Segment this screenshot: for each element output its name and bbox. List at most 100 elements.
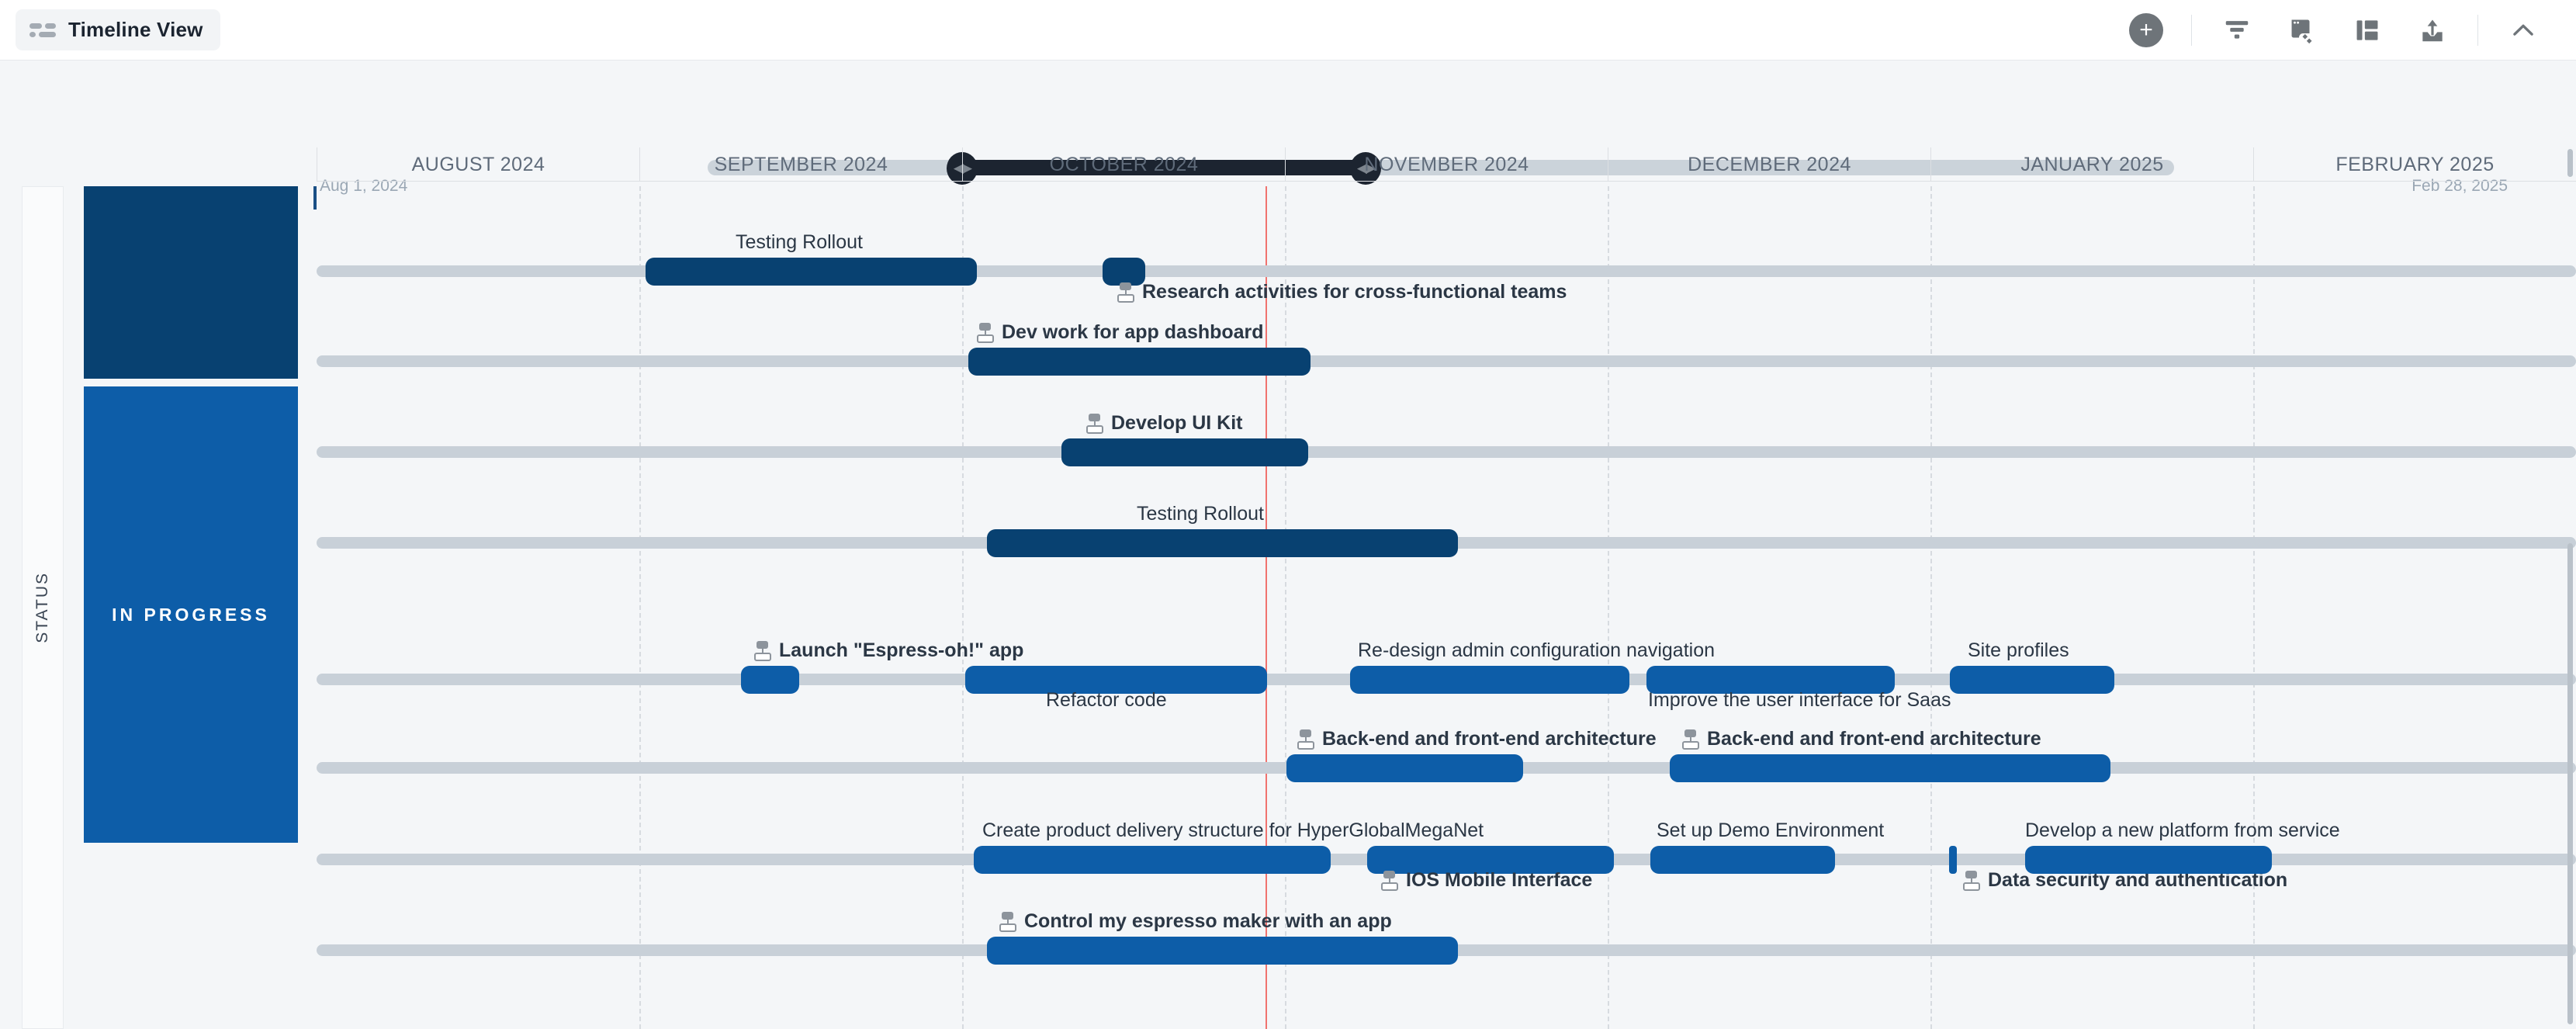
card-icon xyxy=(1682,729,1699,750)
range-handle-right[interactable]: ◀▶ xyxy=(1350,152,1381,185)
timeline-bar-label[interactable]: Back-end and front-end architecture xyxy=(1297,728,1657,750)
timeline-bar[interactable] xyxy=(1103,258,1145,286)
timeline-bar[interactable] xyxy=(987,937,1458,965)
timeline-bar-label[interactable]: Develop a new platform from service xyxy=(2025,819,2340,842)
status-group-block[interactable] xyxy=(84,186,298,379)
timeline-bar-label[interactable]: Refactor code xyxy=(1046,689,1167,712)
gantt-icon xyxy=(29,22,56,39)
timeline-bar-label[interactable]: Control my espresso maker with an app xyxy=(999,910,1392,933)
card-icon xyxy=(999,911,1016,932)
timeline-bar-label[interactable]: Develop UI Kit xyxy=(1086,412,1242,435)
timeline-bar-label-text: IOS Mobile Interface xyxy=(1406,869,1593,891)
range-slider-zone: ◀▶ ◀▶ Aug 1, 2024 Feb 28, 2025 xyxy=(0,61,2576,195)
status-group-block[interactable]: IN PROGRESS xyxy=(84,386,298,843)
timeline-bar[interactable] xyxy=(974,846,1331,874)
toolbar-divider xyxy=(2191,14,2192,46)
timeline-bar[interactable] xyxy=(1350,666,1629,694)
timeline-bar[interactable] xyxy=(1670,754,2110,782)
timeline-bar-label[interactable]: Dev work for app dashboard xyxy=(977,321,1264,344)
timeline-row-track xyxy=(317,446,2576,458)
card-icon xyxy=(754,640,771,661)
card-link-button[interactable] xyxy=(2270,0,2335,61)
app-header: Timeline View + xyxy=(0,0,2576,61)
timeline-bar[interactable] xyxy=(968,348,1311,376)
timeline-bar-label[interactable]: Research activities for cross-functional… xyxy=(1117,281,1567,303)
filter-icon xyxy=(2225,20,2249,39)
timeline-bar[interactable] xyxy=(1950,666,2114,694)
month-gridline xyxy=(2253,186,2255,1029)
timeline-bar[interactable] xyxy=(646,258,977,286)
timeline-bar-label-text: Back-end and front-end architecture xyxy=(1707,728,2041,750)
filter-button[interactable] xyxy=(2204,0,2270,61)
card-icon xyxy=(1381,870,1398,891)
timeline-bar-label-text: Create product delivery structure for Hy… xyxy=(982,819,1484,841)
month-gridline xyxy=(962,186,964,1029)
layout-button[interactable] xyxy=(2335,0,2400,61)
timeline-bar-label-text: Control my espresso maker with an app xyxy=(1024,910,1392,932)
timeline-bar[interactable] xyxy=(965,666,1267,694)
vertical-scrollbar-thumb[interactable] xyxy=(2567,543,2573,1024)
month-header-cell: AUGUST 2024 xyxy=(317,147,639,182)
timeline-bar-label-text: Launch "Espress-oh!" app xyxy=(779,639,1024,661)
range-slider-selection[interactable] xyxy=(962,160,1366,175)
grid-left-edge xyxy=(313,186,317,210)
month-header-cell: OCTOBER 2024 xyxy=(962,147,1285,182)
month-gridline xyxy=(1285,186,1286,1029)
timeline-row-track xyxy=(317,355,2576,367)
month-gridline xyxy=(1608,186,1609,1029)
month-gridline xyxy=(1930,186,1932,1029)
timeline-bar-label[interactable]: Back-end and front-end architecture xyxy=(1682,728,2041,750)
add-button[interactable]: + xyxy=(2114,0,2179,61)
timeline-bar-label-text: Set up Demo Environment xyxy=(1657,819,1885,841)
month-header-underline xyxy=(317,181,2576,182)
timeline-bar[interactable] xyxy=(741,666,799,694)
timeline-bar-label[interactable]: Testing Rollout xyxy=(736,231,863,254)
share-button[interactable] xyxy=(2400,0,2465,61)
timeline-bar[interactable] xyxy=(1646,666,1895,694)
timeline-bar[interactable] xyxy=(1949,846,1957,874)
timeline-bar-label[interactable]: IOS Mobile Interface xyxy=(1381,869,1592,892)
header-toolbar: + xyxy=(2114,0,2576,60)
timeline-bar-label-text: Refactor code xyxy=(1046,689,1167,711)
card-icon xyxy=(1297,729,1314,750)
timeline-bar-label[interactable]: Improve the user interface for Saas xyxy=(1648,689,1951,712)
timeline-bar[interactable] xyxy=(1367,846,1614,874)
timeline-bar[interactable] xyxy=(2025,846,2272,874)
view-title: Timeline View xyxy=(68,18,203,41)
timeline-bar-label[interactable]: Launch "Espress-oh!" app xyxy=(754,639,1023,662)
timeline-bar-label[interactable]: Set up Demo Environment xyxy=(1657,819,1884,842)
timeline-bar-label[interactable]: Testing Rollout xyxy=(1137,503,1264,525)
collapse-button[interactable] xyxy=(2491,0,2556,61)
month-gridline xyxy=(639,186,641,1029)
status-axis-label: STATUS xyxy=(22,186,64,1029)
upload-icon xyxy=(2422,19,2443,41)
timeline-bar-label[interactable]: Re-design admin configuration navigation xyxy=(1358,639,1715,662)
card-icon xyxy=(977,322,994,343)
timeline-bar-label[interactable]: Site profiles xyxy=(1968,639,2069,662)
timeline-bar-label-text: Testing Rollout xyxy=(736,231,863,253)
toolbar-divider-2 xyxy=(2477,14,2478,46)
timeline-bar-label-text: Dev work for app dashboard xyxy=(1002,321,1264,343)
status-axis-text: STATUS xyxy=(33,572,51,643)
card-link-icon xyxy=(2291,19,2312,43)
timeline-bar[interactable] xyxy=(1650,846,1835,874)
timeline-bar-label[interactable]: Create product delivery structure for Hy… xyxy=(982,819,1484,842)
timeline-bar-label-text: Develop a new platform from service xyxy=(2025,819,2340,841)
timeline-bar[interactable] xyxy=(987,529,1458,557)
month-header-cell: JANUARY 2025 xyxy=(1930,147,2253,182)
timeline-bar[interactable] xyxy=(1061,438,1308,466)
month-header-cell: SEPTEMBER 2024 xyxy=(639,147,962,182)
timeline-bar-label-text: Site profiles xyxy=(1968,639,2069,661)
view-mode-chip[interactable]: Timeline View xyxy=(16,9,220,50)
scrollbar-thumb-top[interactable] xyxy=(2567,149,2573,177)
timeline-bar-label-text: Develop UI Kit xyxy=(1111,412,1243,434)
timeline-bar-label-text: Improve the user interface for Saas xyxy=(1648,689,1951,711)
today-marker-line xyxy=(1265,186,1267,1029)
timeline-bar[interactable] xyxy=(1286,754,1523,782)
month-header-cell: DECEMBER 2024 xyxy=(1608,147,1930,182)
status-group-label: IN PROGRESS xyxy=(112,604,270,625)
timeline-bar-label-text: Testing Rollout xyxy=(1137,503,1264,525)
layout-panel-icon xyxy=(2356,19,2378,40)
